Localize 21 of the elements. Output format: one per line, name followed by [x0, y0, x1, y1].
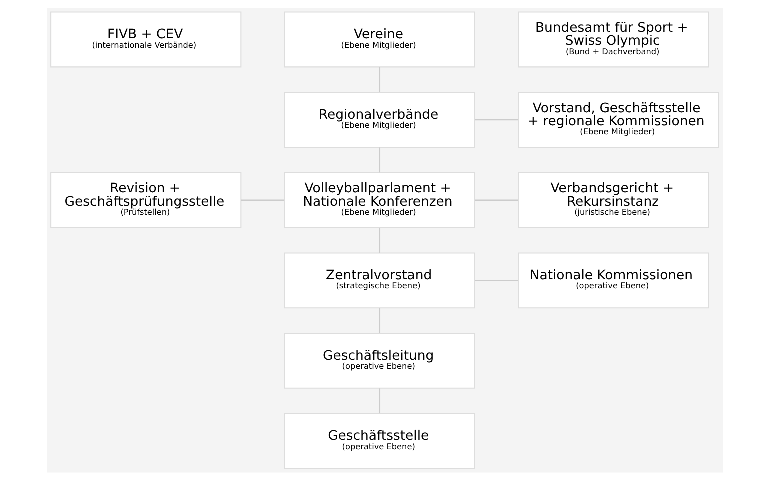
connector: [475, 200, 518, 201]
node-box: Geschäftsstelle (operative Ebene): [284, 413, 476, 470]
node-box: Geschäftsleitung (operative Ebene): [284, 333, 476, 389]
connector: [475, 119, 519, 121]
node-box: Vorstand, Geschäftsstelle + regionale Kommissionen (Ebene Mitglieder): [518, 92, 720, 148]
node-box: FIVB + CEV (internationale Verbände): [50, 12, 242, 68]
connector: [379, 388, 381, 414]
connector: [379, 67, 381, 92]
node-box: Regionalverbände (Ebene Mitglieder): [284, 92, 476, 148]
connector: [475, 280, 518, 282]
node-box: Nationale Kommissionen (operative Ebene): [518, 252, 710, 309]
connector: [241, 200, 285, 201]
node-box: Revision + Geschäftsprüfungsstelle (Prüfstellen): [50, 172, 242, 228]
connector: [379, 228, 381, 253]
node-box: Volleyballparlament + Nationale Konferenzen (Ebene Mitglieder): [284, 172, 476, 228]
node-box: Vereine (Ebene Mitglieder): [284, 12, 476, 68]
node-box: Bundesamt für Sport + Swiss Olympic (Bund + Dachverband): [518, 12, 710, 68]
node-box: Zentralvorstand (strategische Ebene): [284, 252, 476, 309]
connector: [379, 148, 381, 173]
node-box: Verbandsgericht + Rekursinstanz (juristische Ebene): [518, 172, 710, 228]
connector: [379, 308, 381, 334]
